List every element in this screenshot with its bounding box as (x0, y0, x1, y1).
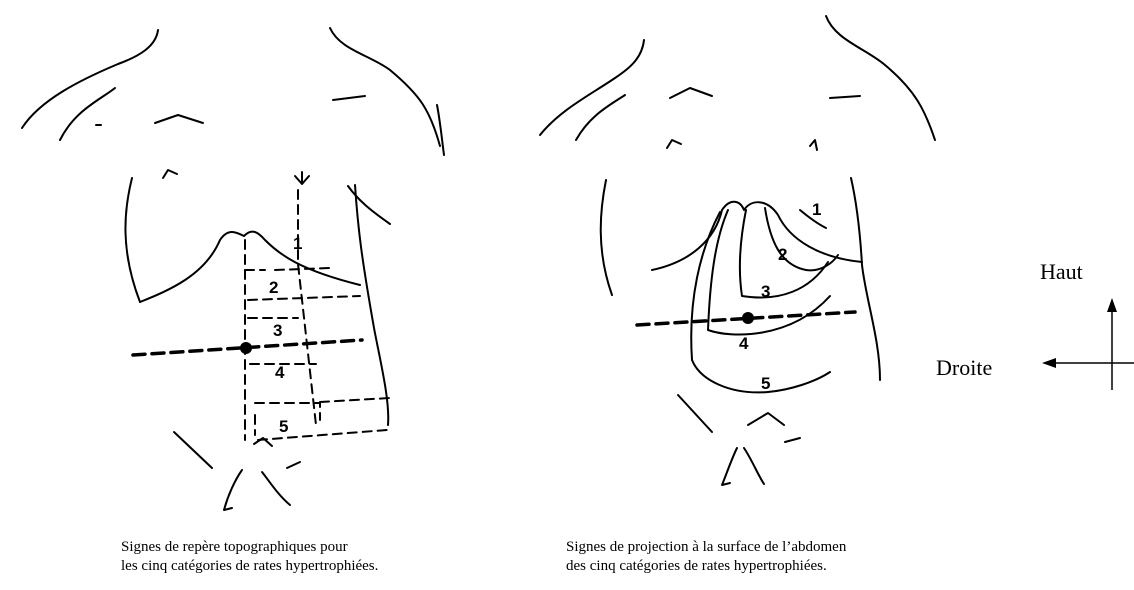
torso-outline (540, 16, 935, 485)
figure-surface-projection: 1 2 3 4 5 (540, 16, 935, 485)
figure-topographic-landmarks: 1 2 3 4 5 (22, 28, 444, 510)
zone-label-2: 2 (269, 278, 278, 297)
zone-label-5: 5 (279, 417, 288, 436)
umbilicus-dot (240, 342, 252, 354)
figure-caption-right: Signes de projection à la surface de l’a… (566, 538, 846, 576)
caption-line: les cinq catégories de rates hypertrophi… (121, 557, 378, 576)
zone-label-3: 3 (761, 282, 770, 301)
right-arrow-head (1042, 358, 1056, 368)
orientation-axes (1042, 298, 1134, 390)
caption-line: des cinq catégories de rates hypertrophi… (566, 557, 846, 576)
caption-line: Signes de repère topographiques pour (121, 538, 378, 557)
zone-label-2: 2 (778, 245, 787, 264)
zone-label-1: 1 (812, 200, 821, 219)
zone-label-3: 3 (273, 321, 282, 340)
direction-label-right: Droite (936, 355, 992, 381)
torso-outline (22, 28, 444, 510)
zone-label-4: 4 (739, 334, 749, 353)
up-arrow-head (1107, 298, 1117, 312)
umbilicus-dot (742, 312, 754, 324)
zone-label-5: 5 (761, 374, 770, 393)
zone-label-4: 4 (275, 363, 285, 382)
topographic-dashed-grid (245, 172, 390, 440)
direction-label-up: Haut (1040, 259, 1083, 285)
zone-label-1: 1 (293, 234, 302, 253)
caption-line: Signes de projection à la surface de l’a… (566, 538, 846, 557)
figure-caption-left: Signes de repère topographiques pour les… (121, 538, 378, 576)
